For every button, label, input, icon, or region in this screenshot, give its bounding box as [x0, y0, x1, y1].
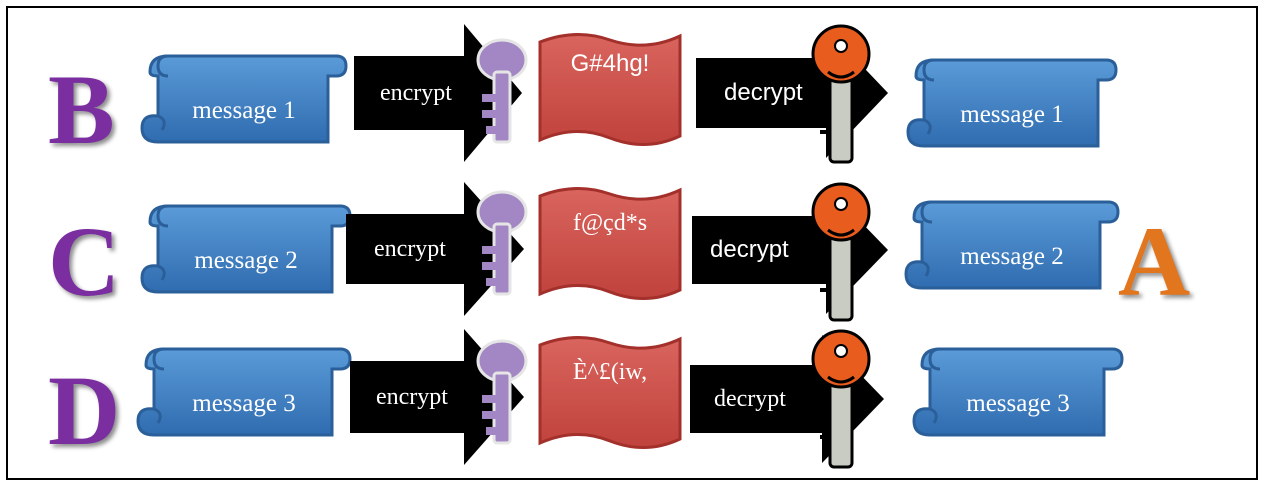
orange-grey-key-icon: [808, 174, 874, 329]
scroll-message-1-input: message 1: [128, 42, 350, 150]
scroll-message-3-output: message 3: [900, 335, 1126, 443]
decrypt-label-1: decrypt: [724, 79, 803, 106]
ciphertext-1-label: G#4hg!: [570, 50, 650, 77]
label-a: A: [1118, 206, 1191, 317]
purple-key-icon: [472, 34, 532, 151]
scroll-message-1-output: message 1: [894, 46, 1120, 154]
message-2-output-label: message 2: [960, 243, 1064, 270]
label-d: D: [48, 355, 121, 466]
message-3-input-label: message 3: [192, 390, 296, 417]
ciphertext-3-label: È^£(iw,: [572, 359, 648, 385]
encrypt-label-1: encrypt: [380, 79, 452, 106]
orange-grey-key-icon: [808, 16, 874, 171]
scroll-message-2-input: message 2: [128, 192, 354, 300]
orange-grey-key-icon: [808, 321, 874, 476]
scroll-message-3-input: message 3: [124, 335, 354, 443]
decrypt-label-3: decrypt: [714, 385, 786, 412]
ciphertext-3: È^£(iw,: [536, 331, 684, 455]
label-b: B: [48, 54, 115, 165]
message-2-input-label: message 2: [194, 247, 298, 274]
label-c: C: [48, 206, 121, 317]
decrypt-label-2: decrypt: [710, 236, 789, 263]
purple-key-icon: [472, 335, 532, 452]
ciphertext-1: G#4hg!: [536, 28, 684, 152]
encrypt-label-3: encrypt: [376, 383, 448, 410]
row-message-2: C message 2 encrypt f@çd*s decrypt: [0, 178, 1266, 322]
ciphertext-2: f@çd*s: [536, 182, 684, 306]
message-3-output-label: message 3: [966, 390, 1070, 417]
ciphertext-2-label: f@çd*s: [572, 210, 648, 236]
purple-key-icon: [472, 186, 532, 303]
row-message-1: B message 1 encrypt G#4hg! decrypt: [0, 14, 1266, 164]
scroll-message-2-output: message 2: [892, 188, 1122, 296]
row-message-3: D message 3 encrypt È^£(iw, decrypt: [0, 329, 1266, 475]
encrypt-label-2: encrypt: [374, 235, 446, 262]
message-1-input-label: message 1: [192, 97, 296, 124]
message-1-output-label: message 1: [960, 101, 1064, 128]
